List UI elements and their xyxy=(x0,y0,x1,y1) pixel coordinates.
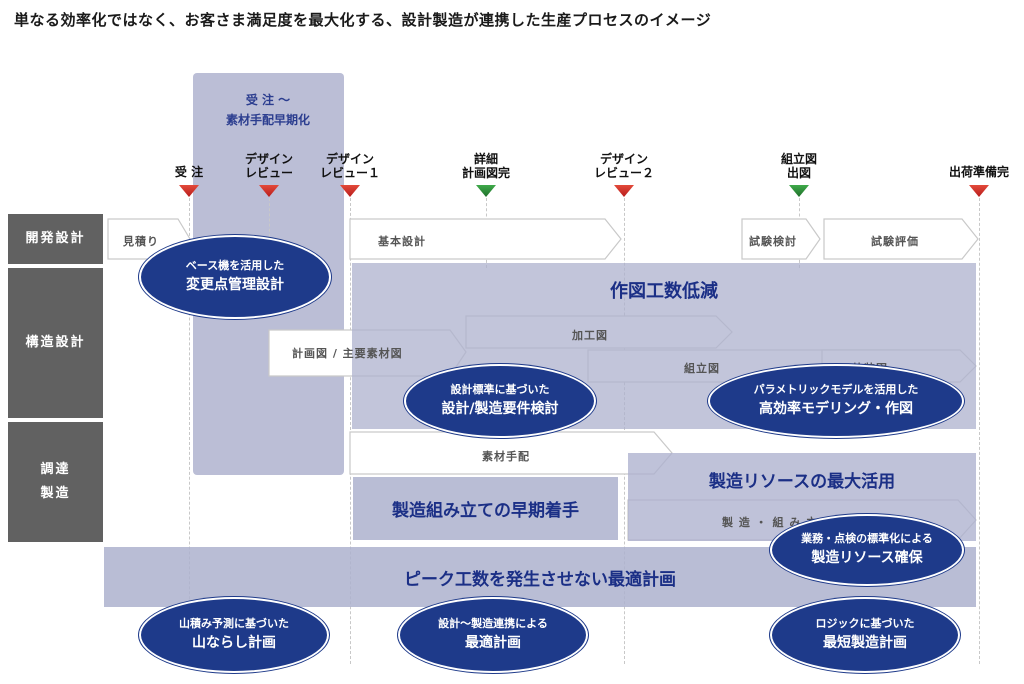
oval-base-main: 変更点管理設計 xyxy=(186,277,284,293)
box-souki: 製造組み立ての早期着手 xyxy=(353,477,618,540)
arrow-label-mitsumori: 見積り xyxy=(123,235,159,248)
row-label-struct: 構造設計 xyxy=(8,268,103,418)
box-sakuzu-label: 作図工数低減 xyxy=(610,281,718,302)
oval-renkei-sub: 設計～製造連携による xyxy=(438,617,548,630)
milestone-marker-assembly xyxy=(789,185,809,197)
oval-param: パラメトリックモデルを活用した 高効率モデリング・作図 xyxy=(708,364,964,438)
oval-yamazumi: 山積み予測に基づいた 山ならし計画 xyxy=(139,597,329,673)
oval-param-sub: パラメトリックモデルを活用した xyxy=(753,383,919,396)
oval-base-sub: ベース機を活用した xyxy=(185,259,285,272)
order-phase-label: 受 注 ～ 素材手配早期化 xyxy=(225,93,310,127)
oval-logic-sub: ロジックに基づいた xyxy=(815,617,915,630)
row-label-proc: 調達 製造 xyxy=(8,422,103,542)
milestone-marker-shipping xyxy=(969,185,989,197)
page-title: 単なる効率化ではなく、お客さま満足度を最大化する、設計製造が連携した生産プロセス… xyxy=(14,11,712,29)
oval-gyomu-sub: 業務・点検の標準化による xyxy=(801,532,933,545)
box-souki-label: 製造組み立ての早期着手 xyxy=(392,501,579,521)
milestone-label-dr2: デザイン レビュー２ xyxy=(593,152,654,180)
arrow-label-shiken-kento: 試験検討 xyxy=(749,235,797,248)
milestone-marker-detail xyxy=(476,185,496,197)
oval-param-main: 高効率モデリング・作図 xyxy=(759,401,913,417)
milestone-label-assembly: 組立図 出図 xyxy=(780,152,817,180)
oval-renkei: 設計～製造連携による 最適計画 xyxy=(398,597,588,673)
oval-hyojun-sub: 設計標準に基づいた xyxy=(450,383,550,396)
milestone-line-5 xyxy=(624,198,625,664)
milestone-label-shipping: 出荷準備完 xyxy=(948,165,1009,179)
oval-gyomu-main: 製造リソース確保 xyxy=(811,550,923,566)
milestone-line-7 xyxy=(979,198,980,664)
oval-gyomu: 業務・点検の標準化による 製造リソース確保 xyxy=(770,514,964,586)
milestone-line-4 xyxy=(486,198,487,268)
box-peak-label: ピーク工数を発生させない最適計画 xyxy=(404,569,676,590)
box-resource-label: 製造リソースの最大活用 xyxy=(708,472,896,492)
arrow-label-shiken-hyoka: 試験評価 xyxy=(871,235,919,248)
milestone-marker-dr2 xyxy=(614,185,634,197)
arrow-label-kihon: 基本設計 xyxy=(378,235,426,248)
oval-yamazumi-main: 山ならし計画 xyxy=(192,635,276,651)
milestone-label-dr0: デザイン レビュー xyxy=(244,152,293,180)
milestone-line-6 xyxy=(799,198,800,268)
milestone-line-1 xyxy=(189,198,190,664)
milestone-label-detail: 詳細 計画図完 xyxy=(461,152,510,180)
milestone-label-order: 受 注 xyxy=(174,165,204,179)
oval-hyojun: 設計標準に基づいた 設計/製造要件検討 xyxy=(404,364,596,438)
oval-logic-main: 最短製造計画 xyxy=(823,635,907,651)
milestone-line-3 xyxy=(350,198,351,664)
oval-yamazumi-sub: 山積み予測に基づいた xyxy=(179,617,289,630)
arrow-label-kako: 加工図 xyxy=(572,329,608,342)
row-label-dev: 開発設計 xyxy=(8,214,103,264)
milestone-label-dr1: デザイン レビュー１ xyxy=(319,152,380,180)
oval-logic: ロジックに基づいた 最短製造計画 xyxy=(770,597,960,673)
oval-base: ベース機を活用した 変更点管理設計 xyxy=(139,235,331,319)
oval-hyojun-main: 設計/製造要件検討 xyxy=(441,401,559,417)
oval-renkei-main: 最適計画 xyxy=(465,635,521,651)
arrow-label-keikaku: 計画図 / 主要素材図 xyxy=(292,347,403,360)
arrow-label-sozai: 素材手配 xyxy=(482,450,530,463)
arrow-label-kumitate: 組立図 xyxy=(684,362,720,375)
